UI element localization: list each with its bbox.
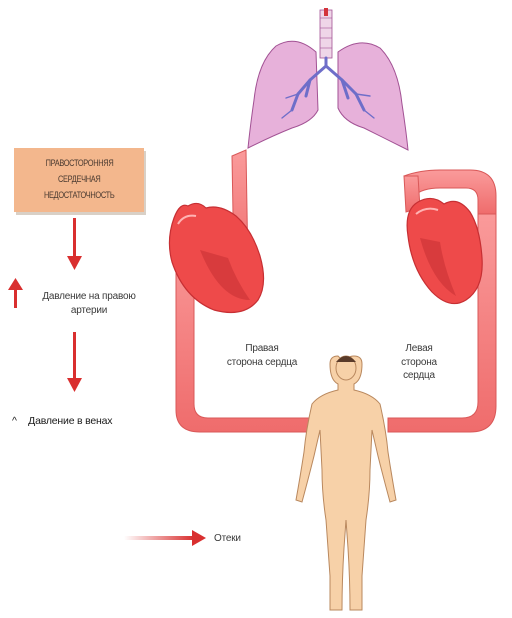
pulmonary-pressure-line1: Давление на правою bbox=[24, 290, 154, 304]
heart-failure-line2: СЕРДЕЧНАЯ bbox=[58, 172, 100, 188]
left-heart-label: Левая сторона сердца bbox=[384, 342, 454, 383]
heart-failure-box: ПРАВОСТОРОННЯЯ СЕРДЕЧНАЯ НЕДОСТАТОЧНОСТЬ bbox=[14, 148, 144, 212]
caret-symbol: ^ bbox=[12, 415, 17, 427]
left-heart bbox=[407, 198, 482, 303]
venous-pressure-text: Давление в венах bbox=[28, 415, 112, 427]
right-heart-line1: Правая bbox=[214, 342, 310, 356]
heart-failure-line1: ПРАВОСТОРОННЯЯ bbox=[45, 156, 113, 172]
right-heart-label: Правая сторона сердца bbox=[214, 342, 310, 369]
right-heart-line2: сторона сердца bbox=[214, 356, 310, 370]
lungs bbox=[248, 8, 408, 150]
edema-legend-label: Отеки bbox=[214, 532, 258, 546]
left-heart-line2: сторона bbox=[384, 356, 454, 370]
heart-failure-line3: НЕДОСТАТОЧНОСТЬ bbox=[44, 188, 114, 204]
human-body bbox=[296, 356, 396, 610]
edema-legend-arrow bbox=[124, 530, 206, 546]
pulmonary-pressure-label: Давление на правою артерии bbox=[24, 290, 154, 317]
venous-pressure-label: ^ Давление в венах bbox=[12, 414, 162, 428]
left-heart-line1: Левая bbox=[384, 342, 454, 356]
pulmonary-pressure-line2: артерии bbox=[24, 304, 154, 318]
left-heart-line3: сердца bbox=[384, 369, 454, 383]
